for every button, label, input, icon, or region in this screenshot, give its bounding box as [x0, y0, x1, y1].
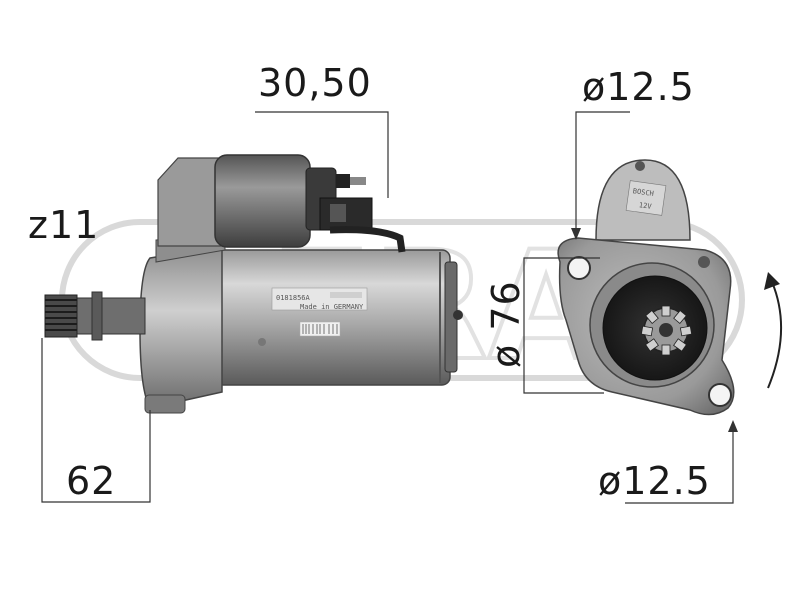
dimension-bolt-hole-top-label: ø12.5: [582, 65, 695, 109]
dimension-flange-length: 62: [41, 338, 151, 503]
starter-end-view: BOSCH 12V: [557, 159, 735, 416]
solenoid-label-brand: BOSCH: [632, 187, 654, 198]
dimension-teeth: z11: [28, 203, 99, 247]
motor-housing: [214, 249, 451, 386]
housing-sticker-code: 0181856A: [276, 294, 311, 302]
dimension-bolt-hole-bottom: ø12.5: [598, 420, 738, 504]
pinion-gear: [44, 294, 78, 338]
housing-sticker-origin: Made in GERMANY: [300, 303, 364, 311]
solenoid: [157, 154, 406, 253]
dimension-teeth-label: z11: [28, 203, 99, 247]
dimension-pilot-diameter-label: ø 76: [484, 280, 528, 368]
dimension-flange-length-label: 62: [66, 459, 116, 503]
bolt-hole-bottom: [708, 383, 732, 407]
dimension-top-length: 30,50: [255, 61, 389, 198]
dimension-bolt-hole-top: ø12.5: [571, 65, 695, 240]
starter-side-view: 0181856A Made in GERMANY: [44, 154, 463, 414]
dimension-top-length-label: 30,50: [258, 61, 372, 105]
solenoid-label-voltage: 12V: [638, 201, 652, 211]
dimension-pilot-diameter: ø 76: [484, 257, 604, 394]
dimension-bolt-hole-bottom-label: ø12.5: [598, 459, 711, 503]
rotation-direction-arrow: [764, 272, 783, 389]
bolt-hole-top: [567, 256, 591, 280]
drive-end-housing: [139, 245, 223, 409]
